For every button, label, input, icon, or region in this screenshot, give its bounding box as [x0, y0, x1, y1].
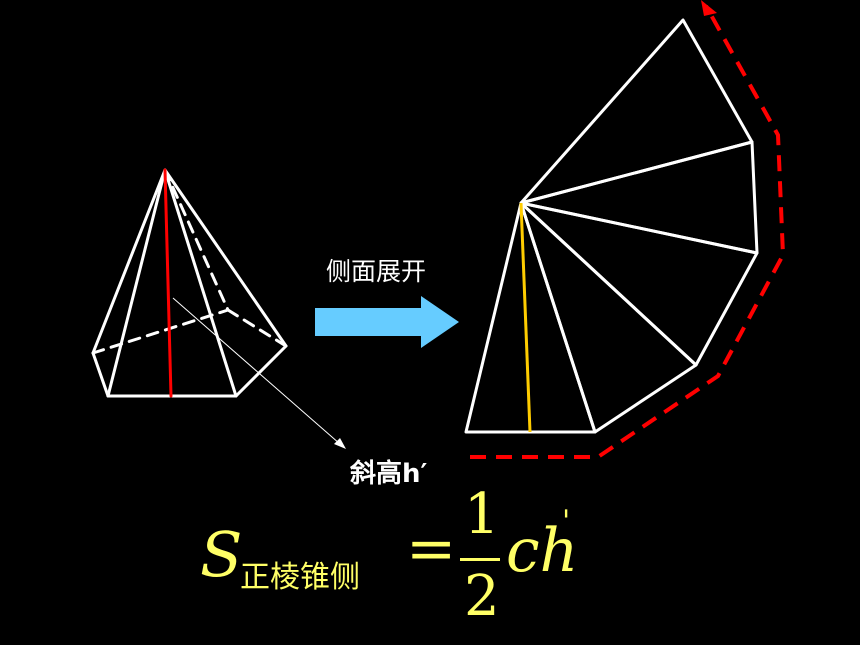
net-face-1	[464, 201, 597, 434]
formula-fraction-bar	[460, 558, 500, 561]
formula-denominator: 2	[464, 564, 500, 629]
pyramid-edge-front-left	[106, 168, 167, 398]
net-slant-height	[519, 202, 532, 433]
net-face-5	[519, 18, 754, 205]
formula-subscript: 正棱锥侧	[240, 560, 360, 595]
pyramid-height-line	[163, 168, 173, 398]
net-face-2	[519, 201, 698, 434]
unfold-arrow	[315, 296, 459, 348]
unfolded-net	[464, 18, 759, 434]
formula-equals: =	[406, 514, 457, 584]
base-perimeter-dashed	[470, 5, 786, 459]
pyramid-edge-front-right	[163, 168, 238, 398]
pentagonal-pyramid	[91, 168, 288, 398]
perimeter-arrowhead	[701, 0, 717, 16]
slant-height-pointer	[172, 297, 341, 445]
slant-height-pointer-head	[334, 438, 346, 449]
pyramid-base-back-left-hidden	[91, 308, 230, 355]
pyramid-base-right	[234, 344, 288, 398]
pyramid-edge-back-hidden	[163, 168, 230, 312]
pyramid-edge-left	[91, 168, 167, 355]
pyramid-edge-right	[163, 168, 288, 348]
pyramid-base-back-right-hidden	[226, 308, 288, 348]
slant-height-label: 斜高h′	[350, 459, 428, 489]
formula-variables: ch	[506, 516, 579, 586]
formula-numerator: 1	[464, 482, 500, 547]
formula-symbol: S	[200, 518, 243, 591]
pyramid-base-left	[91, 351, 110, 398]
formula-prime: '	[562, 504, 571, 539]
unfold-label: 侧面展开	[326, 257, 427, 286]
